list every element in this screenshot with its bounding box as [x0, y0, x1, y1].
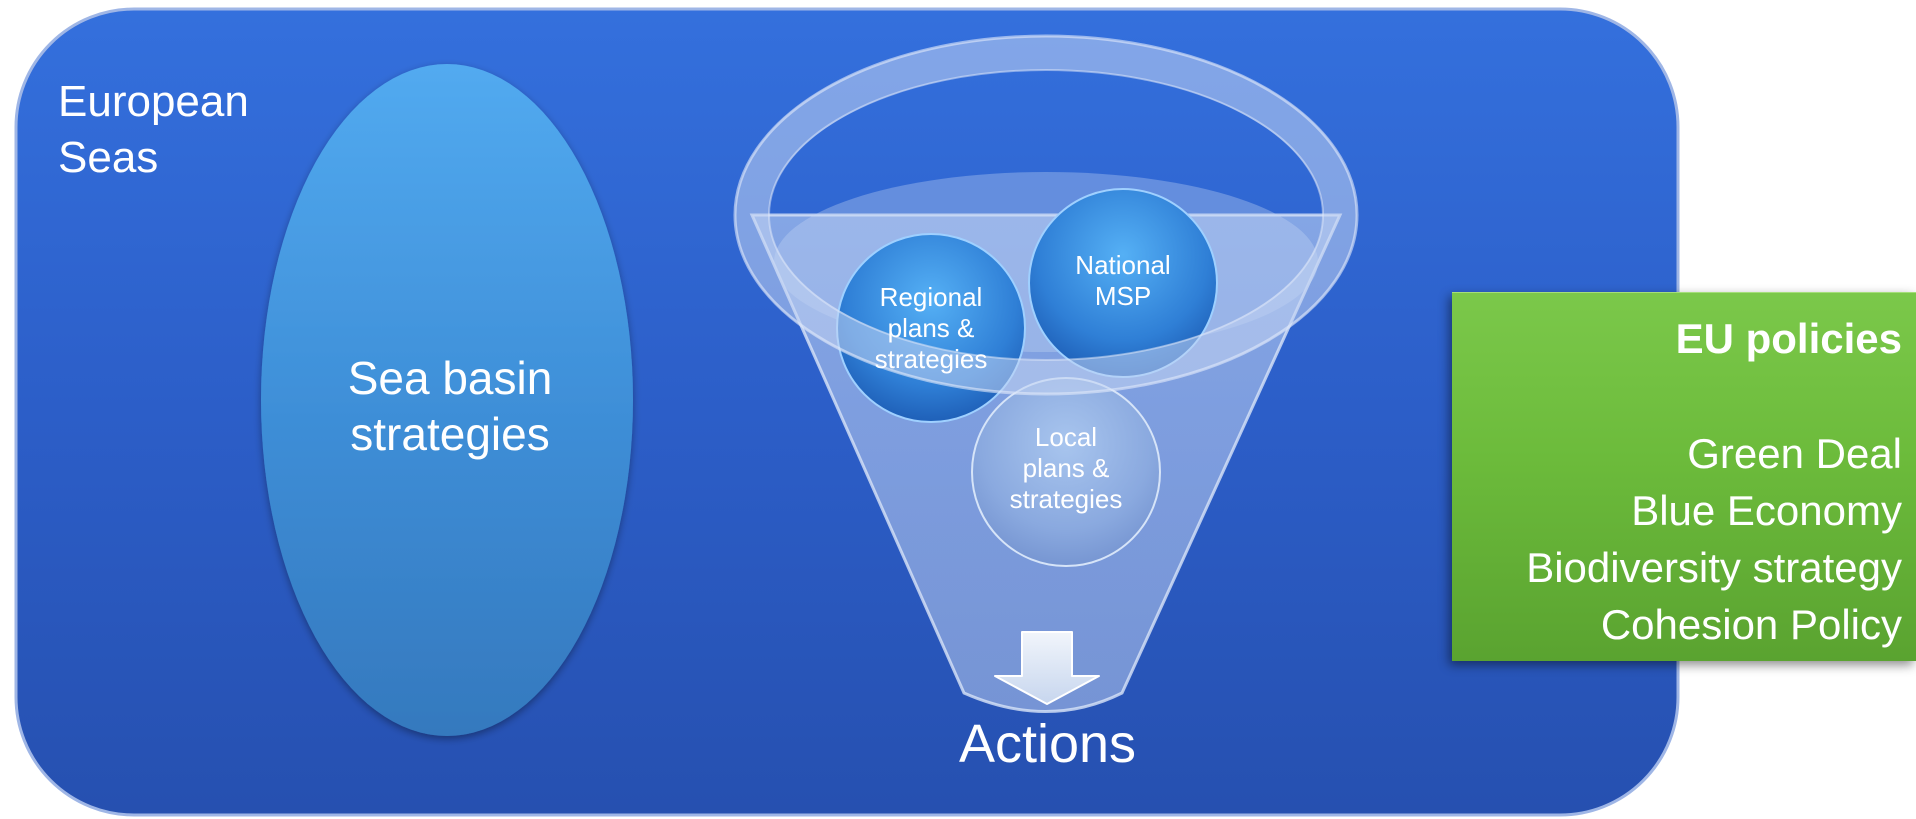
regional-plans-line3: strategies — [874, 344, 988, 374]
policy-item: Biodiversity strategy — [1526, 544, 1902, 591]
policy-item: Cohesion Policy — [1600, 601, 1902, 648]
regional-plans-line2: plans & — [887, 313, 975, 343]
regional-plans-label: Regional plans & strategies — [851, 282, 1011, 375]
local-plans-line2: plans & — [1022, 453, 1110, 483]
european-seas-label-line1: European — [58, 77, 249, 126]
local-plans-line3: strategies — [1009, 484, 1123, 514]
funnel-rim-inner-edge — [768, 69, 1324, 361]
eu-policies-title: EU policies — [1675, 315, 1902, 362]
national-msp-label: National MSP — [1043, 250, 1203, 312]
national-msp-line1: National — [1075, 250, 1171, 280]
national-msp-line2: MSP — [1094, 281, 1152, 311]
sea-basin-label-line2: strategies — [350, 408, 550, 460]
sea-basin-ellipse — [261, 64, 633, 736]
funnel-rim-edge — [733, 34, 1359, 396]
sea-basin-label-line1: Sea basin — [347, 352, 553, 404]
local-plans-line1: Local — [1034, 422, 1098, 452]
european-seas-label-line2: Seas — [58, 133, 159, 182]
local-plans-label: Local plans & strategies — [986, 422, 1146, 515]
funnel-rim-outer — [735, 36, 1357, 394]
policy-item: Blue Economy — [1631, 487, 1902, 534]
eu-policies-box: EU policies Green Deal Blue Economy Biod… — [1452, 292, 1916, 661]
down-arrow-icon — [994, 631, 1100, 705]
european-seas-label: European Seas — [58, 74, 249, 186]
sea-basin-label: Sea basin strategies — [260, 350, 640, 462]
actions-label: Actions — [958, 714, 1137, 774]
regional-plans-line1: Regional — [879, 282, 983, 312]
policy-item: Green Deal — [1687, 430, 1902, 477]
eu-policies-list: Green Deal Blue Economy Biodiversity str… — [1526, 425, 1902, 653]
